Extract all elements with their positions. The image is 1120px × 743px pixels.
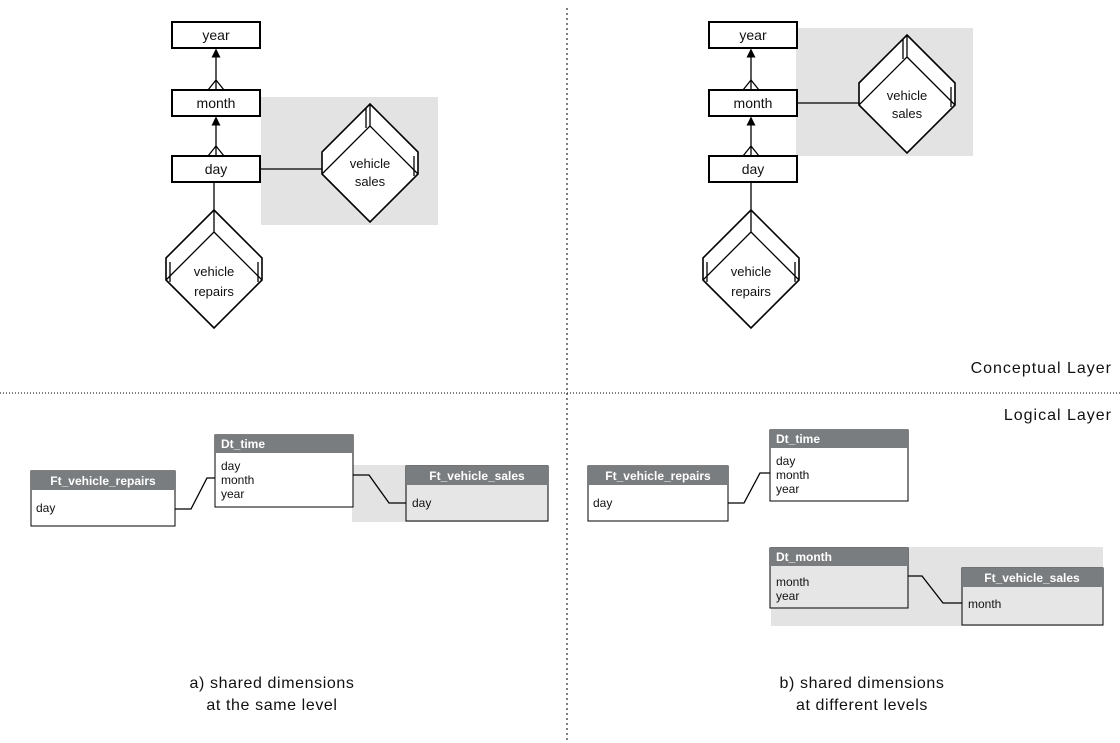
svg-text:Dt_time: Dt_time <box>221 437 265 451</box>
fact-vehicle-repairs-cube-b: vehicle repairs <box>702 208 800 330</box>
svg-text:Ft_vehicle_sales: Ft_vehicle_sales <box>984 571 1080 585</box>
level-day-a: day <box>171 155 261 183</box>
rollup-arrow-a2 <box>207 116 225 157</box>
caption-a-line2: at the same level <box>206 697 337 714</box>
level-month-b: month <box>708 89 798 117</box>
link-repairs-dttime-a <box>175 477 215 510</box>
level-day-b: day <box>708 155 798 183</box>
rollup-arrow-b1 <box>742 48 760 91</box>
svg-text:Ft_vehicle_repairs: Ft_vehicle_repairs <box>50 474 156 488</box>
svg-text:day: day <box>221 459 240 473</box>
svg-text:Ft_vehicle_repairs: Ft_vehicle_repairs <box>605 469 711 483</box>
svg-text:month: month <box>776 468 809 482</box>
svg-text:day: day <box>36 501 55 515</box>
svg-text:vehicle: vehicle <box>194 264 234 279</box>
svg-text:repairs: repairs <box>731 284 771 299</box>
link-dtmonth-sales-b <box>908 575 962 604</box>
level-year-a: year <box>171 21 261 49</box>
table-dt-time-b: Dt_time day month year <box>769 429 909 502</box>
svg-text:Dt_month: Dt_month <box>776 550 832 564</box>
svg-text:day: day <box>593 496 612 510</box>
svg-text:month: month <box>776 575 809 589</box>
level-year-b: year <box>708 21 798 49</box>
svg-text:vehicle: vehicle <box>731 264 771 279</box>
svg-text:sales: sales <box>355 174 386 189</box>
svg-text:year: year <box>221 487 244 501</box>
svg-text:month: month <box>221 473 254 487</box>
table-ft-vehicle-sales-b: Ft_vehicle_sales month <box>961 567 1104 626</box>
conceptual-layer-label: Conceptual Layer <box>971 360 1112 377</box>
logical-layer-label: Logical Layer <box>1004 407 1112 424</box>
svg-text:Ft_vehicle_sales: Ft_vehicle_sales <box>429 469 525 483</box>
svg-text:day: day <box>776 454 795 468</box>
svg-text:year: year <box>739 27 767 43</box>
link-dttime-sales-a <box>353 474 406 504</box>
link-repairs-dttime-b <box>728 472 770 504</box>
level-month-a: month <box>171 89 261 117</box>
caption-b-line2: at different levels <box>796 697 928 714</box>
caption-a-line1: a) shared dimensions <box>190 675 355 692</box>
rollup-arrow-b2 <box>742 116 760 157</box>
table-dt-month-b: Dt_month month year <box>769 547 909 609</box>
table-ft-vehicle-sales-a: Ft_vehicle_sales day <box>405 465 549 522</box>
svg-text:month: month <box>968 597 1001 611</box>
svg-text:year: year <box>202 27 230 43</box>
svg-text:Dt_time: Dt_time <box>776 432 820 446</box>
fact-vehicle-sales-cube-a: vehicle sales <box>321 102 419 224</box>
svg-text:year: year <box>776 482 799 496</box>
fact-vehicle-repairs-cube-a: vehicle repairs <box>165 208 263 330</box>
caption-b-line1: b) shared dimensions <box>780 675 945 692</box>
table-ft-vehicle-repairs-b: Ft_vehicle_repairs day <box>587 465 729 522</box>
svg-text:day: day <box>205 161 228 177</box>
fact-vehicle-sales-cube-b: vehicle sales <box>858 33 956 155</box>
rollup-arrow-a1 <box>207 48 225 91</box>
svg-text:year: year <box>776 589 799 603</box>
svg-text:month: month <box>197 95 236 111</box>
svg-text:repairs: repairs <box>194 284 234 299</box>
svg-text:day: day <box>742 161 765 177</box>
svg-text:day: day <box>412 496 431 510</box>
table-dt-time-a: Dt_time day month year <box>214 434 354 508</box>
svg-text:sales: sales <box>892 106 923 121</box>
svg-text:vehicle: vehicle <box>350 156 390 171</box>
svg-text:vehicle: vehicle <box>887 88 927 103</box>
svg-text:month: month <box>734 95 773 111</box>
table-ft-vehicle-repairs-a: Ft_vehicle_repairs day <box>30 470 176 527</box>
